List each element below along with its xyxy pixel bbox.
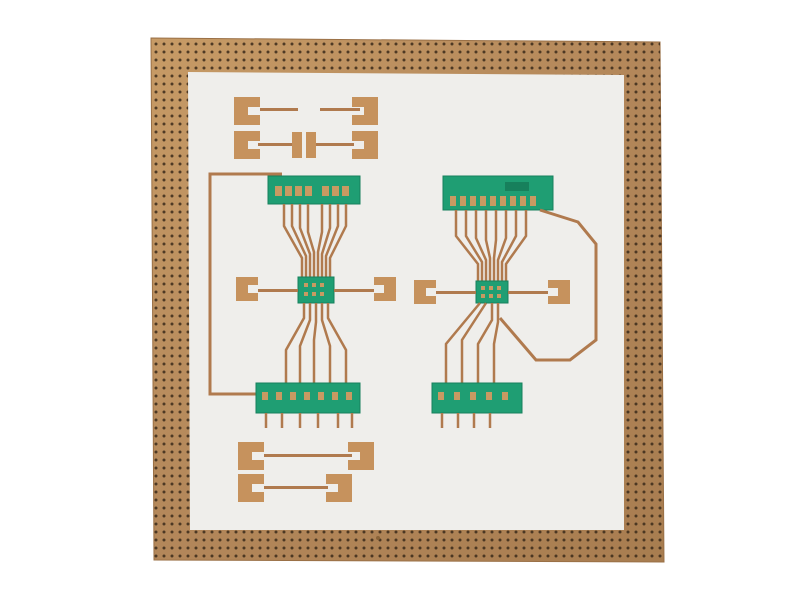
right-circuit [414, 175, 598, 428]
fiducial-mark [376, 536, 380, 540]
left-circuit [208, 172, 396, 428]
test-structure-bottom-left [238, 442, 374, 502]
test-structure-top-left [234, 97, 378, 159]
